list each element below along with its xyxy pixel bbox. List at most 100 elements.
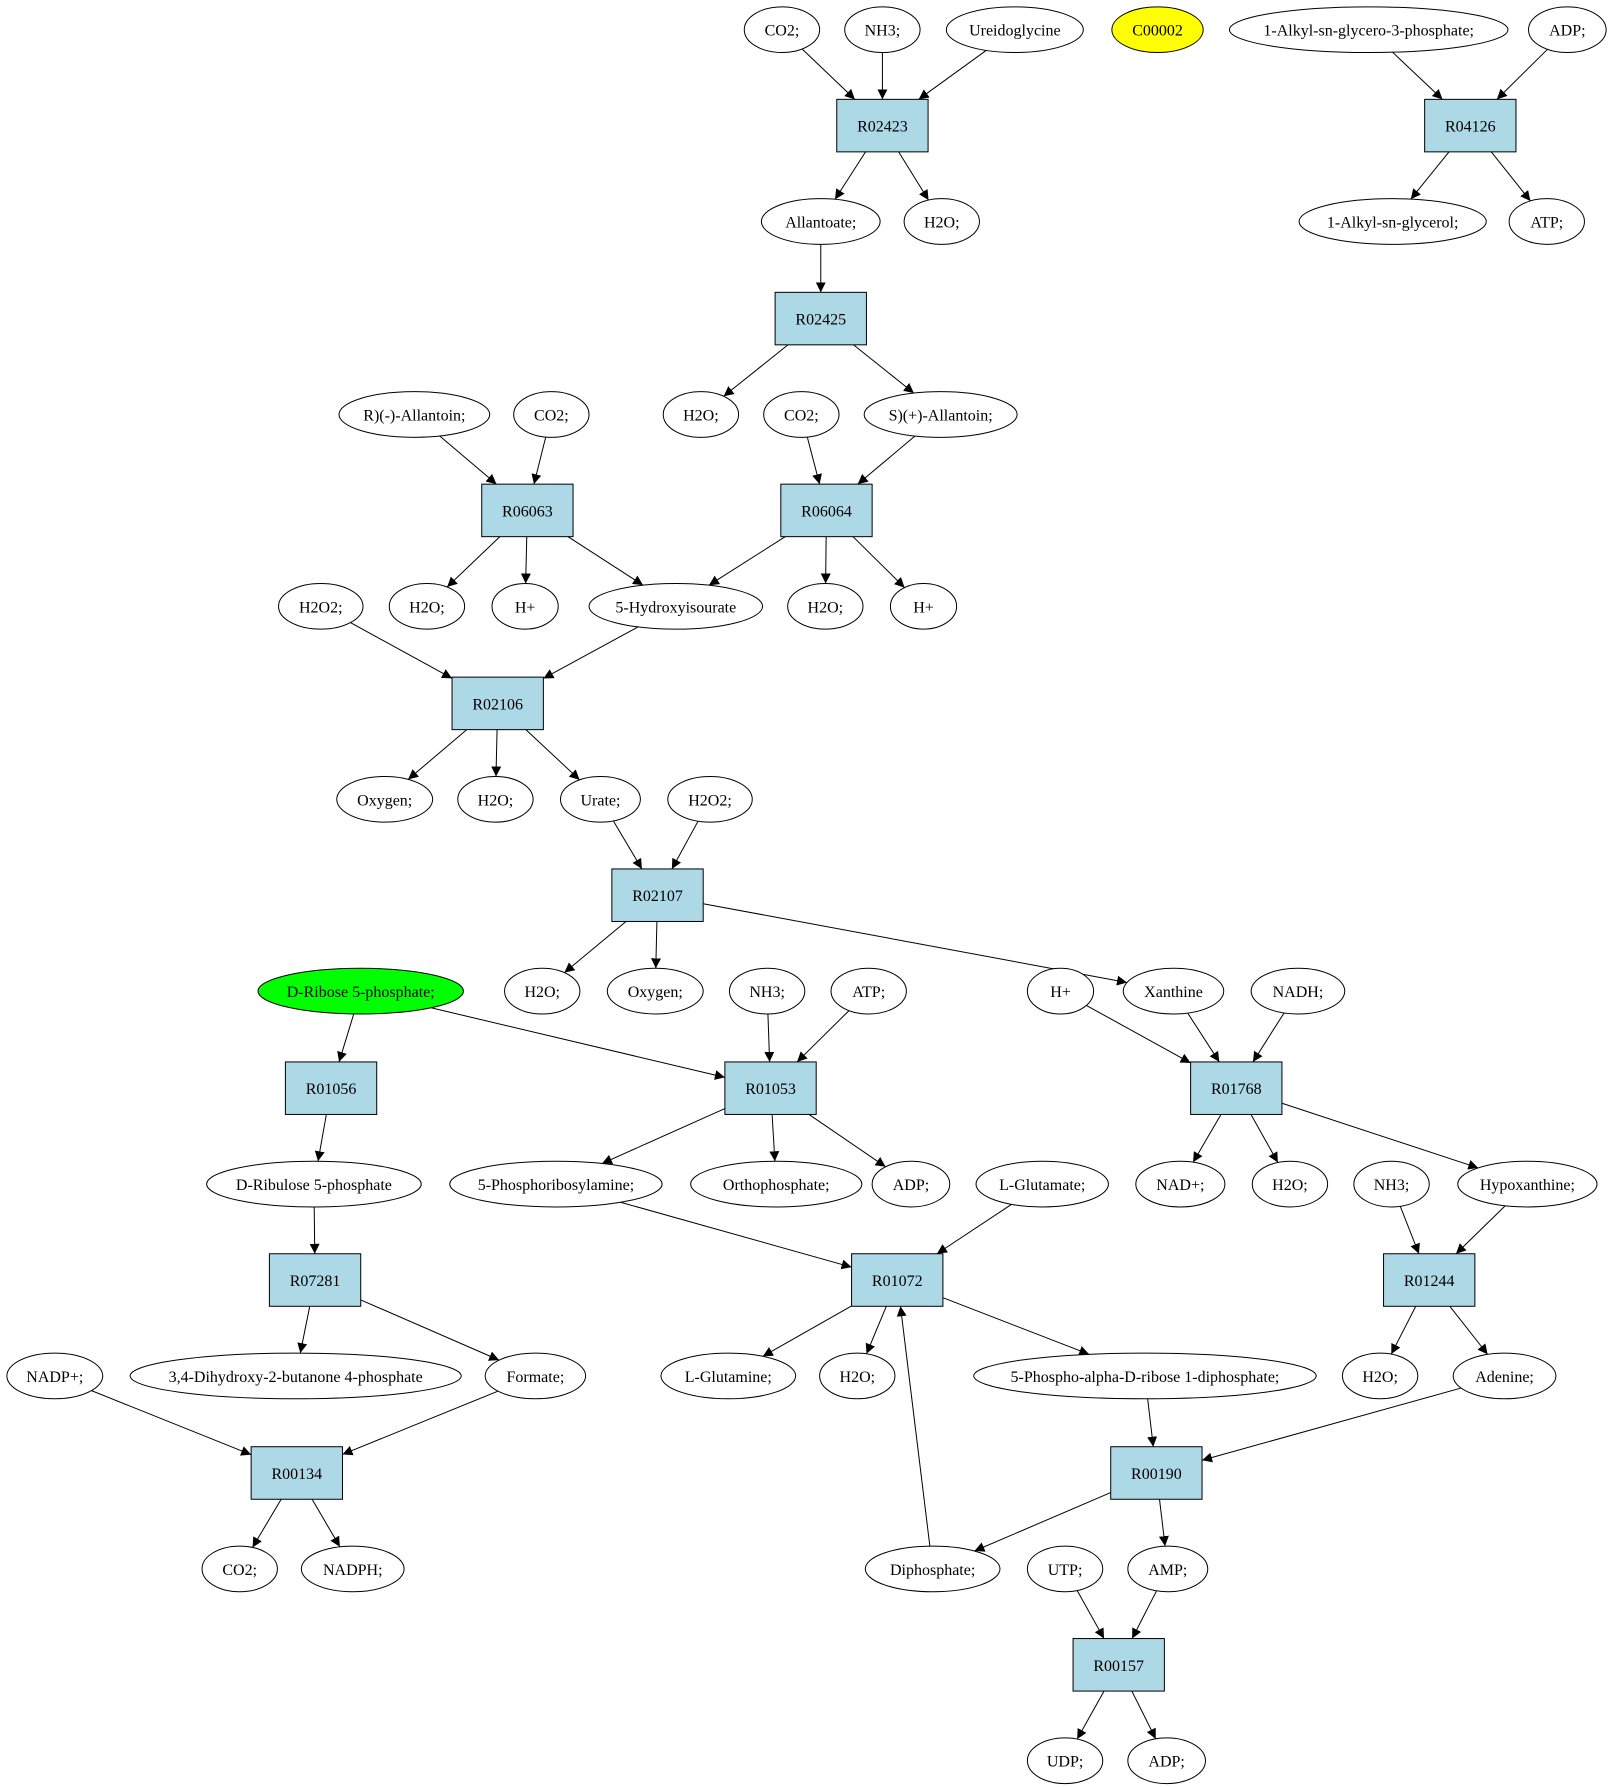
- compound-node: H2O;: [819, 1352, 896, 1400]
- reaction-node-r00157: R00157: [1072, 1638, 1165, 1692]
- edge-r01053-to-adp_b: [808, 1114, 886, 1168]
- edge-l_glutamate-to-r01072: [936, 1203, 1012, 1255]
- reaction-label: R07281: [290, 1273, 341, 1290]
- compound-node: UDP;: [1026, 1737, 1104, 1785]
- edge-alkyl_g3p-to-r04126: [1392, 51, 1443, 100]
- edge-r00190-to-diphosphate: [974, 1492, 1111, 1552]
- edge-formate-to-r00134: [342, 1390, 499, 1456]
- reaction-label: R02423: [857, 119, 908, 136]
- compound-node: H2O2;: [278, 582, 364, 630]
- compound-node: ADP;: [871, 1160, 951, 1208]
- compound-label: CO2;: [784, 407, 819, 424]
- edge-amp-to-r00157: [1131, 1590, 1158, 1639]
- compound-label: ATP;: [1530, 215, 1563, 232]
- compound-node: Oxygen;: [606, 967, 704, 1015]
- compound-label: H2O;: [1362, 1369, 1398, 1386]
- compound-ellipse: [257, 967, 464, 1015]
- edge-urate-to-r02107: [612, 820, 643, 870]
- reaction-node-r02107: R02107: [611, 868, 704, 922]
- compound-ellipse: [1452, 1352, 1557, 1400]
- edge-nh3_b-to-r01053: [764, 1013, 775, 1062]
- compound-ellipse: [660, 1352, 797, 1400]
- compound-ellipse: [300, 1545, 405, 1593]
- compound-label: Oxygen;: [357, 792, 412, 809]
- edge-ribulose5p-to-r07281: [309, 1206, 320, 1254]
- compound-node: UTP;: [1026, 1545, 1104, 1593]
- compound-label: H2O2;: [299, 599, 343, 616]
- edge-r02423-to-allantoate: [834, 151, 866, 200]
- compound-node: H2O2;: [667, 775, 753, 823]
- compound-label: 1-Alkyl-sn-glycerol;: [1327, 215, 1459, 232]
- compound-label: NADH;: [1273, 984, 1324, 1001]
- compound-node: H2O;: [1251, 1160, 1329, 1208]
- compound-label: 5-Phospho-alpha-D-ribose 1-diphosphate;: [1011, 1369, 1280, 1386]
- compound-node: 1-Alkyl-sn-glycerol;: [1298, 198, 1487, 245]
- compound-node: C00002: [1111, 6, 1204, 54]
- compound-node: NH3;: [844, 6, 921, 54]
- edge-r02425-to-h2o_b: [723, 344, 789, 397]
- compound-node: ATP;: [1508, 198, 1585, 245]
- edge-r01768-to-nad_plus: [1192, 1114, 1222, 1163]
- compound-node: Oxygen;: [336, 775, 434, 823]
- edge-h2o2_b-to-r02107: [671, 820, 699, 870]
- edge-r02106-to-h2o_e: [491, 729, 502, 777]
- compound-node: R)(-)-Allantoin;: [338, 391, 491, 438]
- compound-label: H+: [515, 599, 536, 616]
- compound-node: L-Glutamate;: [975, 1160, 1109, 1208]
- reaction-node-r02425: R02425: [774, 291, 867, 346]
- compound-node: ATP;: [830, 967, 907, 1015]
- compound-node: CO2;: [763, 391, 840, 438]
- compound-label: D-Ribulose 5-phosphate: [236, 1177, 392, 1194]
- compound-label: H2O;: [840, 1369, 876, 1386]
- compound-node: D-Ribulose 5-phosphate: [206, 1160, 422, 1208]
- compound-ellipse: [1026, 967, 1095, 1015]
- edge-h2o2_a-to-r02106: [350, 622, 453, 679]
- compound-node: Ureidoglycine: [945, 6, 1084, 54]
- reaction-node-r01768: R01768: [1190, 1061, 1283, 1115]
- compound-ellipse: [1127, 1545, 1209, 1593]
- reaction-box: [724, 1061, 817, 1115]
- compound-label: UTP;: [1048, 1562, 1083, 1579]
- edge-hplus_c-to-r01768: [1086, 1004, 1191, 1064]
- edge-adenine-to-r00190: [1201, 1387, 1462, 1463]
- reaction-node-r01056: R01056: [284, 1061, 378, 1115]
- compound-node: Diphosphate;: [864, 1545, 1001, 1593]
- compound-ellipse: [338, 391, 491, 438]
- compound-node: H2O;: [1341, 1352, 1419, 1400]
- compound-ellipse: [206, 1160, 422, 1208]
- edge-r06063-to-h2o_c: [446, 536, 501, 588]
- edge-ureidoglycine-to-r02423: [918, 50, 987, 100]
- compound-label: 1-Alkyl-sn-glycero-3-phosphate;: [1263, 23, 1474, 40]
- compound-node: Orthophosphate;: [690, 1160, 863, 1208]
- reaction-box: [284, 1061, 378, 1115]
- compound-label: S)(+)-Allantoin;: [889, 407, 993, 424]
- edge-co2_c-to-r06064: [806, 436, 822, 485]
- edge-r02425-to-s_allantoin: [853, 344, 915, 394]
- compound-ellipse: [1026, 1737, 1104, 1785]
- compound-ellipse: [1251, 1160, 1329, 1208]
- edge-r06063-to-hydroxyisourate: [567, 536, 644, 586]
- compound-label: 5-Phosphoribosylamine;: [478, 1177, 634, 1194]
- compound-ellipse: [1353, 1160, 1430, 1208]
- reaction-label: R02106: [472, 696, 523, 713]
- compound-label: NH3;: [865, 23, 901, 40]
- compound-ellipse: [1341, 1352, 1419, 1400]
- edge-nh3_c-to-r01244: [1399, 1206, 1420, 1254]
- compound-ellipse: [871, 1160, 951, 1208]
- compound-label: ATP;: [852, 984, 885, 1001]
- compound-ellipse: [6, 1352, 104, 1400]
- compound-ellipse: [388, 582, 466, 630]
- edge-diphosphate-to-r01072: [896, 1306, 931, 1547]
- compound-ellipse: [819, 1352, 896, 1400]
- edge-r02107-to-h2o_f: [564, 921, 627, 974]
- compound-ellipse: [787, 582, 864, 630]
- reaction-label: R04126: [1445, 119, 1496, 136]
- compound-label: 5-Hydroxyisourate: [615, 599, 736, 616]
- reaction-node-r01072: R01072: [851, 1253, 944, 1307]
- compound-ellipse: [336, 775, 434, 823]
- reaction-node-r01244: R01244: [1383, 1253, 1476, 1307]
- compound-label: Ureidoglycine: [969, 23, 1061, 40]
- compound-ellipse: [1127, 1737, 1206, 1785]
- compound-ellipse: [129, 1352, 462, 1400]
- compound-label: ADP;: [1549, 23, 1585, 40]
